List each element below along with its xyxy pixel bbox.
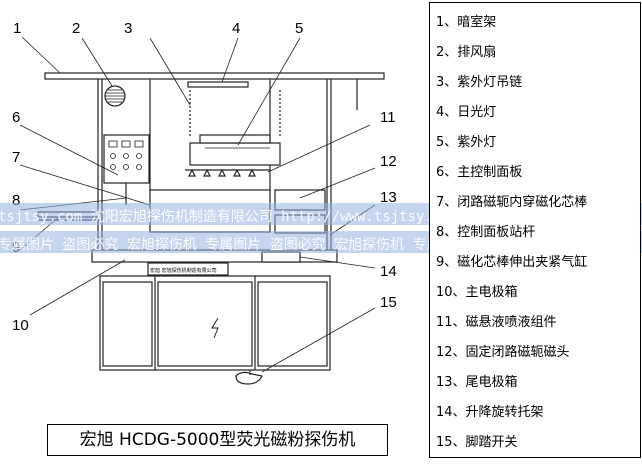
callout-3: 3 <box>124 20 132 37</box>
fluorescent-lamp <box>187 81 249 88</box>
callout-6: 6 <box>12 109 20 126</box>
legend-item-13: 13、尾电极箱 <box>436 375 518 390</box>
callout-4: 4 <box>232 20 240 37</box>
legend-item-9: 9、磁化芯棒伸出夹紧气缸 <box>436 255 588 270</box>
legend-item-3: 3、紫外灯吊链 <box>436 75 523 90</box>
legend-item-8: 8、控制面板站杆 <box>436 225 536 240</box>
callout-7: 7 <box>12 149 20 166</box>
callout-12: 12 <box>380 153 397 170</box>
callout-8: 8 <box>12 192 20 209</box>
drawing-base <box>19 36 385 385</box>
callout-10: 10 <box>12 317 29 334</box>
legend-item-2: 2、排风扇 <box>436 45 497 60</box>
legend-item-11: 11、磁悬液喷液组件 <box>436 315 557 330</box>
foot-switch <box>235 371 263 385</box>
callout-2: 2 <box>72 20 80 37</box>
legend-item-5: 5、紫外灯 <box>436 135 497 150</box>
legend-item-1: 1、暗室架 <box>436 15 497 30</box>
uv-lamp <box>189 142 281 166</box>
spray-nozzles <box>185 168 270 177</box>
callout-15: 15 <box>380 294 397 311</box>
legend-item-6: 6、主控制面板 <box>436 165 523 180</box>
diagram-title: 宏旭 HCDG-5000型荧光磁粉探伤机 <box>47 424 388 456</box>
legend-panel: 1、暗室架 2、排风扇 3、紫外灯吊链 4、日光灯 5、紫外灯 6、主控制面板 … <box>429 2 641 458</box>
main-control-panel <box>103 134 150 184</box>
legend-item-7: 7、闭路磁轭内穿磁化芯棒 <box>436 195 588 210</box>
watermark-line-1: tsjtsy.com 沈阳宏旭探伤机制造有限公司 http://www.tsjt… <box>0 209 459 225</box>
legend-item-14: 14、升降旋转托架 <box>436 405 544 420</box>
legend-item-4: 4、日光灯 <box>436 105 497 120</box>
legend-item-15: 15、脚踏开关 <box>436 435 518 450</box>
callout-1: 1 <box>13 20 21 37</box>
callout-11: 11 <box>380 109 396 126</box>
darkroom-frame-top <box>44 72 385 80</box>
legend-item-10: 10、主电极箱 <box>436 285 518 300</box>
callout-5: 5 <box>295 20 303 37</box>
uv-lamp-chain <box>189 90 281 138</box>
nameplate-text: 宏旭 宏旭探伤机制造有限公司 <box>150 267 217 274</box>
legend-item-12: 12、固定闭路磁轭磁头 <box>436 345 570 360</box>
callout-13: 13 <box>380 189 397 206</box>
callout-14: 14 <box>380 263 397 280</box>
watermark-line-2: 专属图片 盗图必究 宏旭探伤机 专属图片 盗图必究 宏旭探伤机 专属 <box>0 237 441 253</box>
